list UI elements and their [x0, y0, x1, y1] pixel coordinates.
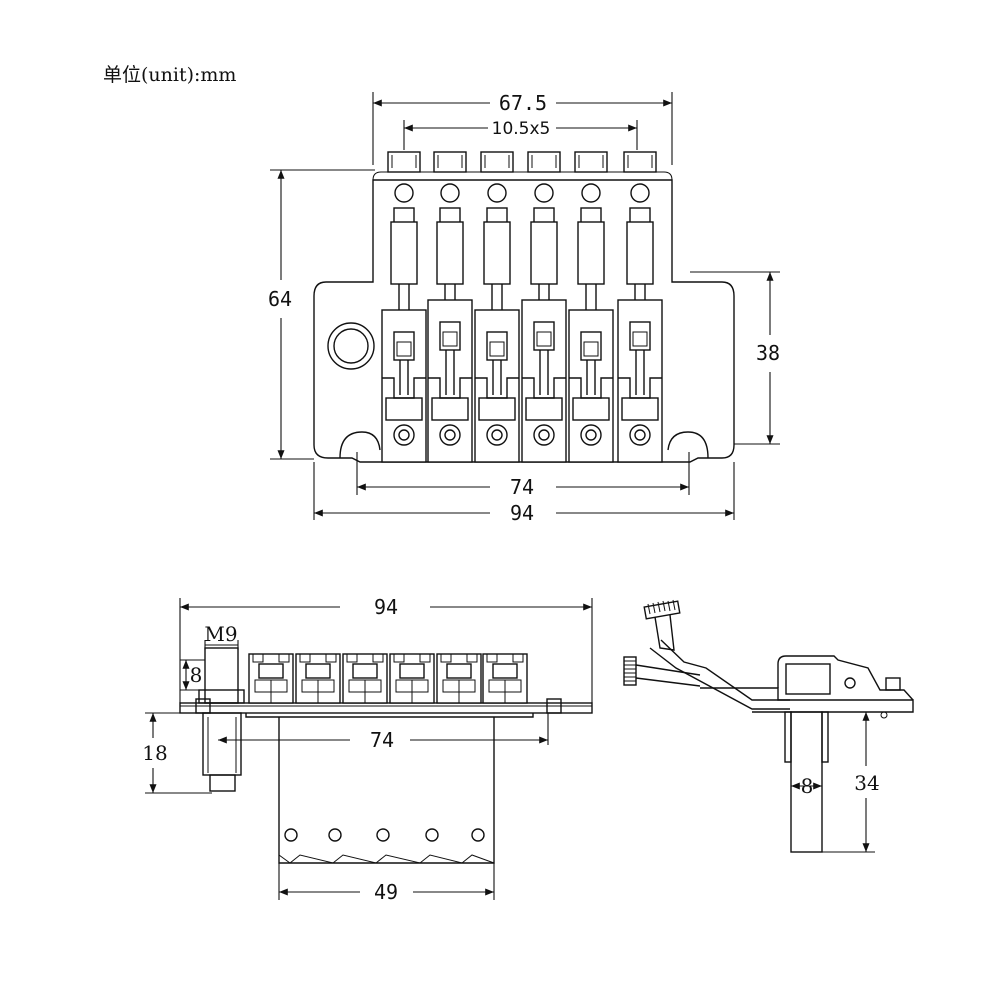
saddle-screw — [486, 424, 508, 446]
dim-post-thread: M9 — [204, 622, 237, 646]
dim-height: 64 — [268, 287, 292, 311]
side-view: 8 34 — [623, 599, 914, 853]
tuner-hole — [534, 183, 554, 203]
saddle-group — [381, 299, 663, 463]
saddle-body — [474, 309, 520, 463]
unit-label: 单位(unit):mm — [103, 64, 237, 86]
dim-base-height: 38 — [756, 341, 780, 365]
fine-tuner-screw — [480, 151, 514, 173]
dim-total-width: 94 — [510, 501, 534, 525]
saddle-screw — [393, 424, 415, 446]
pivot-hole-inner — [333, 328, 369, 364]
dim-saddle-spacing: 10.5x5 — [492, 119, 551, 139]
tuner-hole — [440, 183, 460, 203]
fine-tuner-screw — [623, 151, 657, 173]
stud-thread — [202, 712, 242, 776]
saddle-screw — [439, 424, 461, 446]
arm-knob — [643, 600, 681, 620]
stud-head — [204, 647, 239, 704]
string-hole — [376, 828, 390, 842]
saddle-screw — [629, 424, 651, 446]
dim-block-depth: 34 — [854, 771, 879, 795]
tuner-shaft — [483, 221, 511, 285]
sustain-block — [278, 717, 495, 864]
saddle-screw — [580, 424, 602, 446]
front-left-notch — [339, 431, 381, 459]
tuner-shaft — [436, 221, 464, 285]
dim-top-total-width: 94 — [374, 595, 398, 619]
top-view: 94 M9 8 18 74 — [142, 595, 593, 904]
tuner-shaft — [577, 221, 605, 285]
saddle-body — [381, 309, 427, 463]
fine-tuner-screw — [527, 151, 561, 173]
top-saddle-group — [248, 653, 528, 704]
pivot-hole-outer — [327, 322, 375, 370]
saddle-body — [617, 299, 663, 463]
tuner-hole — [487, 183, 507, 203]
front-body-outline — [313, 179, 735, 463]
front-right-notch — [667, 431, 709, 459]
tuner-hole — [581, 183, 601, 203]
dim-block-width: 49 — [374, 880, 398, 904]
tuner-hole — [630, 183, 650, 203]
side-tuner-knob — [623, 656, 637, 686]
fine-tuner-screw — [433, 151, 467, 173]
tuner-shaft — [390, 221, 418, 285]
saddle-screw — [533, 424, 555, 446]
string-hole — [328, 828, 342, 842]
string-hole — [284, 828, 298, 842]
string-hole — [471, 828, 485, 842]
saddle-body — [521, 299, 567, 463]
tuner-shaft — [626, 221, 654, 285]
side-base-plate — [700, 687, 914, 713]
dim-top-width: 67.5 — [499, 91, 547, 115]
fine-tuner-screw — [387, 151, 421, 173]
fine-tuner-screw — [574, 151, 608, 173]
tuner-shaft — [530, 221, 558, 285]
front-view: 67.5 10.5x5 64 38 74 — [268, 91, 780, 525]
dim-post-head: 8 — [190, 663, 203, 687]
tuner-hole — [394, 183, 414, 203]
saddle-body — [568, 309, 614, 463]
dim-post-length: 18 — [142, 741, 167, 765]
base-plate — [179, 702, 593, 714]
string-hole — [425, 828, 439, 842]
fine-tuner-group — [387, 151, 657, 310]
dim-top-inner-width: 74 — [370, 728, 394, 752]
saddle-body — [427, 299, 473, 463]
block-hole-group — [284, 828, 485, 842]
dim-inner-width: 74 — [510, 475, 534, 499]
dim-block-thickness: 8 — [801, 774, 814, 798]
side-saddle — [777, 655, 914, 701]
